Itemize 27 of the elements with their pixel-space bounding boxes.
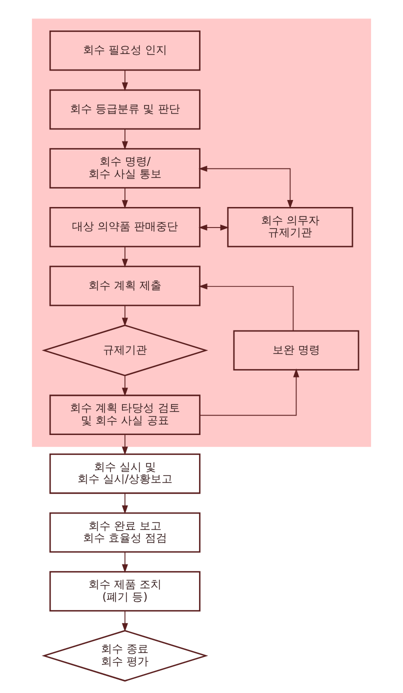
arrow bbox=[198, 166, 294, 209]
arrow bbox=[122, 610, 128, 632]
arrow bbox=[122, 187, 128, 209]
node-diamond: 회수 종료 회수 평가 bbox=[42, 630, 208, 682]
arrow bbox=[122, 305, 128, 326]
node-diamond: 규제기관 bbox=[42, 324, 208, 376]
node-box: 회수 계획 타당성 검토 및 회수 사실 공표 bbox=[49, 394, 200, 435]
arrow bbox=[199, 368, 300, 416]
node-box: 대상 의약품 판매중단 bbox=[49, 206, 200, 248]
node-box: 보완 명령 bbox=[233, 330, 360, 371]
arrow bbox=[198, 224, 229, 231]
arrow bbox=[122, 70, 128, 92]
arrow bbox=[122, 246, 128, 268]
node-box: 회수 실시 및 회수 실시/상황보고 bbox=[49, 454, 200, 494]
arrow bbox=[122, 375, 128, 396]
arrow bbox=[122, 128, 128, 150]
node-box: 회수 계획 제출 bbox=[49, 266, 200, 306]
arrow bbox=[198, 283, 294, 332]
arrow bbox=[122, 552, 128, 573]
arrow bbox=[122, 434, 128, 456]
arrow bbox=[122, 492, 128, 514]
node-box: 회수 제품 조치 (폐기 등) bbox=[49, 571, 200, 612]
node-box: 회수 완료 보고 회수 효율성 점검 bbox=[49, 512, 200, 553]
node-box: 회수 명령/ 회수 사실 통보 bbox=[49, 148, 200, 188]
node-box: 회수 필요성 인지 bbox=[49, 30, 200, 71]
node-box: 회수 의무자 규제기관 bbox=[227, 206, 354, 248]
node-box: 회수 등급분류 및 판단 bbox=[49, 89, 200, 130]
